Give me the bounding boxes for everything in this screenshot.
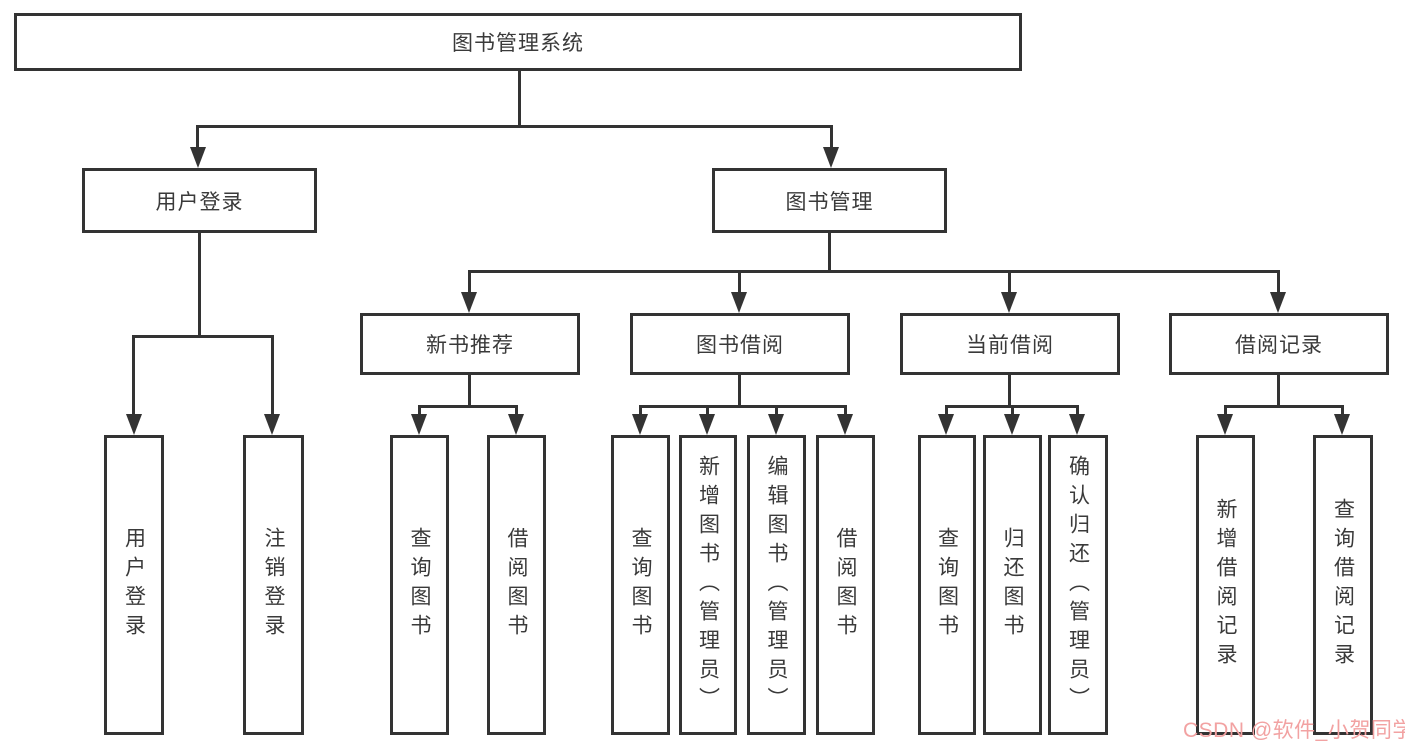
connector-line: [1224, 405, 1344, 408]
arrow-down-icon: [411, 414, 427, 435]
arrow-down-icon: [1217, 414, 1233, 435]
arrow-down-icon: [126, 414, 142, 435]
connector-line: [1341, 405, 1344, 415]
connector-line: [639, 405, 642, 415]
connector-line: [830, 125, 833, 149]
node-book-management-label: 图书管理: [785, 190, 874, 214]
node-book-borrow-label: 图书借阅: [696, 334, 784, 357]
connector-line: [706, 405, 709, 415]
node-new-book-recommend-label: 新书推荐: [426, 334, 514, 357]
connector-line: [1277, 270, 1280, 293]
connector-line: [515, 405, 518, 415]
connector-line: [132, 335, 135, 415]
connector-line: [1008, 270, 1011, 293]
node-current-borrow: 当前借阅: [900, 313, 1120, 375]
leaf-user-login: 用户登录: [104, 435, 164, 735]
node-book-borrow: 图书借阅: [630, 313, 850, 375]
leaf-return-books-label: 归还图书: [1001, 527, 1025, 643]
connector-line: [196, 125, 199, 149]
leaf-logout: 注销登录: [243, 435, 304, 735]
node-book-management: 图书管理: [712, 168, 947, 233]
node-root-label: 图书管理系统: [452, 32, 584, 55]
node-current-borrow-label: 当前借阅: [966, 334, 1054, 357]
connector-line: [1076, 405, 1079, 415]
arrow-down-icon: [1001, 292, 1017, 313]
connector-line: [468, 270, 471, 293]
leaf-borrow-books-2-label: 借阅图书: [834, 527, 858, 643]
leaf-edit-books-admin-label: 编辑图书（管理员）: [765, 454, 789, 716]
leaf-user-login-label: 用户登录: [122, 527, 146, 643]
arrow-down-icon: [461, 292, 477, 313]
connector-line: [271, 335, 274, 415]
node-root: 图书管理系统: [14, 13, 1022, 71]
leaf-edit-books-admin: 编辑图书（管理员）: [747, 435, 806, 735]
leaf-return-books: 归还图书: [983, 435, 1042, 735]
arrow-down-icon: [837, 414, 853, 435]
leaf-borrow-books-2: 借阅图书: [816, 435, 875, 735]
leaf-query-books-3: 查询图书: [918, 435, 976, 735]
leaf-query-borrow-record: 查询借阅记录: [1313, 435, 1373, 735]
connector-line: [418, 405, 518, 408]
connector-line: [418, 405, 421, 415]
connector-line: [1224, 405, 1227, 415]
connector-line: [775, 405, 778, 415]
connector-line: [844, 405, 847, 415]
arrow-down-icon: [632, 414, 648, 435]
leaf-query-books-1: 查询图书: [390, 435, 449, 735]
csdn-watermark: CSDN @软件_小贺同学: [1183, 719, 1405, 742]
connector-line: [1277, 375, 1280, 407]
connector-line: [198, 233, 201, 337]
leaf-borrow-books-1: 借阅图书: [487, 435, 546, 735]
connector-line: [639, 405, 847, 408]
node-new-book-recommend: 新书推荐: [360, 313, 580, 375]
leaf-logout-label: 注销登录: [262, 527, 286, 643]
node-user-login: 用户登录: [82, 168, 317, 233]
connector-line: [468, 375, 471, 407]
arrow-down-icon: [508, 414, 524, 435]
arrow-down-icon: [823, 147, 839, 168]
connector-line: [738, 375, 741, 407]
node-borrow-records: 借阅记录: [1169, 313, 1389, 375]
leaf-query-books-2-label: 查询图书: [629, 527, 653, 643]
arrow-down-icon: [1004, 414, 1020, 435]
arrow-down-icon: [768, 414, 784, 435]
leaf-query-books-3-label: 查询图书: [935, 527, 959, 643]
leaf-query-books-2: 查询图书: [611, 435, 670, 735]
connector-line: [1011, 405, 1014, 415]
node-borrow-records-label: 借阅记录: [1235, 334, 1323, 357]
connector-line: [132, 335, 274, 338]
connector-line: [738, 270, 741, 293]
leaf-add-books-admin: 新增图书（管理员）: [679, 435, 737, 735]
leaf-confirm-return-admin: 确认归还（管理员）: [1048, 435, 1108, 735]
arrow-down-icon: [938, 414, 954, 435]
leaf-add-books-admin-label: 新增图书（管理员）: [696, 454, 720, 716]
leaf-query-borrow-record-label: 查询借阅记录: [1331, 498, 1355, 672]
leaf-confirm-return-admin-label: 确认归还（管理员）: [1066, 454, 1090, 716]
connector-line: [196, 125, 833, 128]
node-user-login-label: 用户登录: [155, 190, 244, 214]
arrow-down-icon: [699, 414, 715, 435]
leaf-query-books-1-label: 查询图书: [408, 527, 432, 643]
connector-line: [1008, 375, 1011, 407]
connector-line: [518, 71, 521, 127]
connector-line: [945, 405, 948, 415]
connector-line: [828, 233, 831, 272]
arrow-down-icon: [190, 147, 206, 168]
connector-line: [468, 270, 1280, 273]
arrow-down-icon: [1334, 414, 1350, 435]
leaf-borrow-books-1-label: 借阅图书: [505, 527, 529, 643]
arrow-down-icon: [731, 292, 747, 313]
leaf-add-borrow-record: 新增借阅记录: [1196, 435, 1255, 735]
leaf-add-borrow-record-label: 新增借阅记录: [1214, 498, 1238, 672]
arrow-down-icon: [1069, 414, 1085, 435]
arrow-down-icon: [264, 414, 280, 435]
arrow-down-icon: [1270, 292, 1286, 313]
